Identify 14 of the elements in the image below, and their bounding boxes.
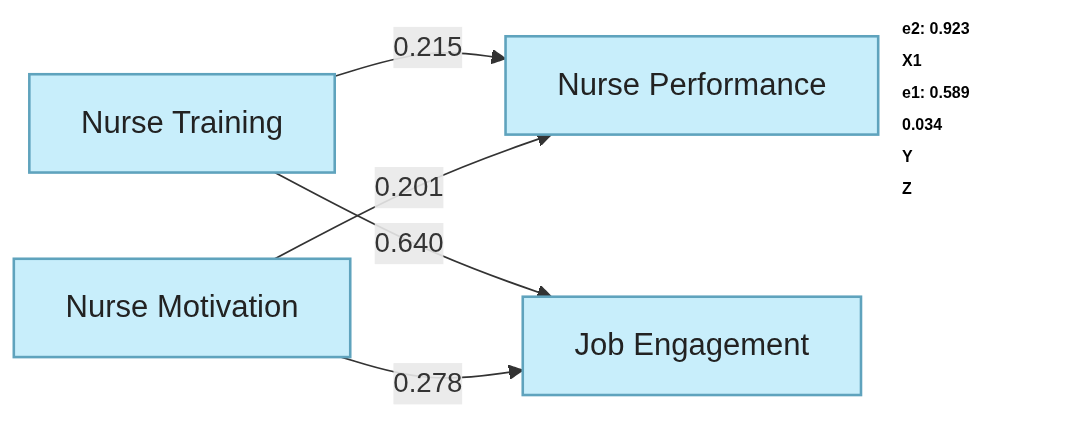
path-label: Z — [902, 180, 913, 198]
path-label: e1: 0.589 — [902, 84, 971, 102]
path-label: 0.034 — [902, 116, 944, 134]
edge-label: 0.215 — [393, 31, 463, 62]
node-box: Nurse Performance — [504, 34, 880, 136]
edge-label: 0.201 — [374, 171, 444, 202]
node-box: Job Engagement — [521, 295, 863, 397]
edge-label: 0.640 — [374, 227, 444, 258]
path-label: e2: 0.923 — [902, 20, 971, 38]
edge-label: 0.278 — [393, 368, 463, 398]
path-label: Y — [902, 148, 914, 166]
node-box: Nurse Motivation — [12, 257, 352, 359]
node-box: Nurse Training — [28, 72, 336, 174]
path-label: X1 — [902, 52, 923, 70]
